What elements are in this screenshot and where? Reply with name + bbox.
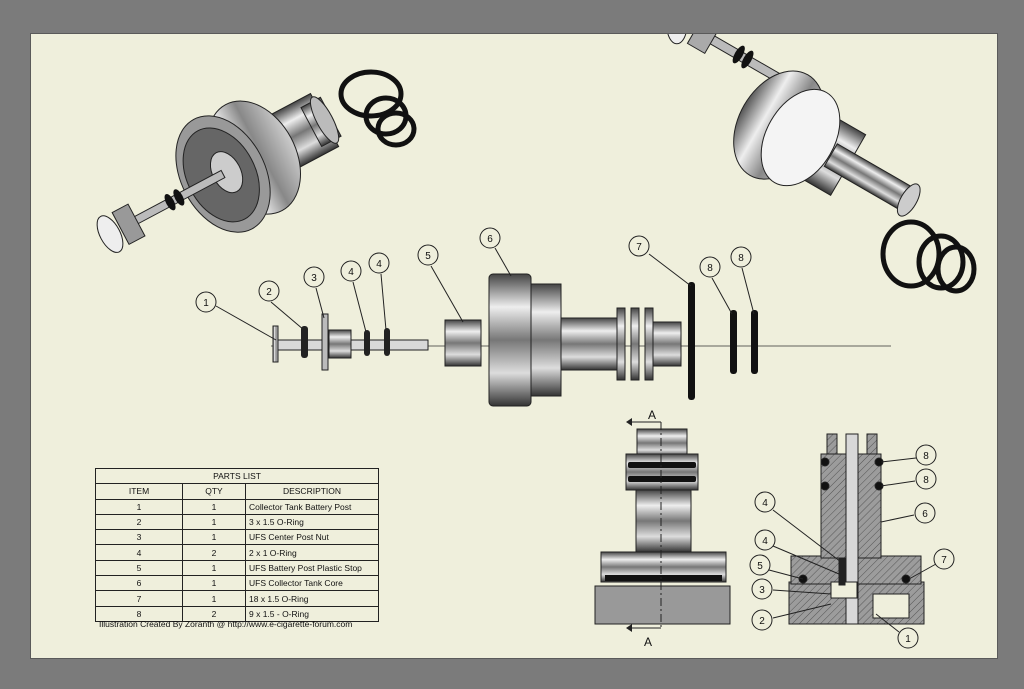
front-view: A A — [594, 408, 731, 649]
balloon-exploded-6: 6 — [479, 227, 512, 277]
svg-text:7: 7 — [636, 242, 642, 253]
balloon-exploded-4a: 4 — [340, 260, 367, 333]
cell-description: Collector Tank Battery Post — [245, 498, 379, 515]
balloon-section-8a: 8 — [880, 444, 937, 466]
section-balloons: 8 8 6 4 4 5 3 2 1 7 — [749, 444, 955, 649]
cell-description: UFS Collector Tank Core — [245, 575, 379, 592]
balloon-exploded-2: 2 — [258, 280, 305, 331]
section-view — [788, 433, 925, 625]
cell-item: 2 — [95, 513, 183, 531]
cell-description: 3 x 1.5 O-Ring — [245, 513, 379, 531]
svg-text:6: 6 — [487, 234, 493, 245]
cell-qty: 1 — [182, 575, 246, 592]
cell-description: 18 x 1.5 O-Ring — [245, 590, 379, 607]
isometric-view-left — [96, 69, 417, 253]
drawing-sheet: 1 2 3 4 4 5 6 7 8 8 A A — [30, 33, 998, 659]
cell-item: 5 — [95, 559, 183, 577]
svg-text:3: 3 — [759, 585, 765, 596]
svg-text:1: 1 — [203, 298, 209, 309]
balloon-section-7: 7 — [908, 548, 955, 580]
svg-text:8: 8 — [707, 263, 713, 274]
section-label-bottom: A — [644, 635, 652, 649]
parts-list-title: PARTS LIST — [95, 467, 379, 485]
cell-item: 6 — [95, 575, 183, 592]
cell-qty: 1 — [182, 529, 246, 546]
isometric-view-right — [667, 34, 977, 294]
exploded-view — [271, 273, 891, 407]
balloon-exploded-7: 7 — [628, 235, 692, 287]
balloon-section-8b: 8 — [880, 468, 937, 490]
svg-text:1: 1 — [905, 634, 911, 645]
balloon-exploded-8b: 8 — [730, 246, 755, 315]
cell-description: 9 x 1.5 - O-Ring — [245, 605, 379, 622]
svg-text:3: 3 — [311, 273, 317, 284]
svg-text:4: 4 — [762, 498, 768, 509]
svg-text:2: 2 — [759, 616, 765, 627]
svg-text:4: 4 — [348, 267, 354, 278]
cell-description: UFS Battery Post Plastic Stop — [245, 559, 379, 577]
cell-item: 3 — [95, 529, 183, 546]
cell-qty: 2 — [182, 605, 246, 622]
illustration-credit: Illustration Created By Zoranth @ http:/… — [99, 619, 353, 629]
svg-text:8: 8 — [923, 451, 929, 462]
svg-text:7: 7 — [941, 555, 947, 566]
cell-qty: 1 — [182, 559, 246, 577]
svg-text:4: 4 — [376, 259, 382, 270]
balloon-section-2: 2 — [751, 603, 832, 631]
column-header-qty: QTY — [182, 483, 246, 500]
balloon-section-6: 6 — [880, 502, 936, 524]
cell-description: UFS Center Post Nut — [245, 529, 379, 546]
balloon-exploded-3: 3 — [303, 266, 325, 319]
column-header-item: ITEM — [95, 483, 183, 500]
svg-text:2: 2 — [266, 287, 272, 298]
balloon-exploded-1: 1 — [195, 291, 277, 341]
svg-text:5: 5 — [425, 251, 431, 262]
cell-description: 2 x 1 O-Ring — [245, 544, 379, 561]
cell-item: 4 — [95, 544, 183, 561]
cell-qty: 1 — [182, 513, 246, 531]
exploded-balloons: 1 2 3 4 4 5 6 7 8 8 — [195, 227, 755, 341]
svg-text:4: 4 — [762, 536, 768, 547]
column-header-description: DESCRIPTION — [245, 483, 379, 500]
balloon-section-1: 1 — [875, 613, 919, 649]
cell-item: 1 — [95, 498, 183, 515]
svg-text:8: 8 — [738, 253, 744, 264]
cell-qty: 1 — [182, 590, 246, 607]
cell-item: 7 — [95, 590, 183, 607]
balloon-exploded-5: 5 — [417, 244, 464, 323]
cell-qty: 2 — [182, 544, 246, 561]
svg-text:8: 8 — [923, 475, 929, 486]
section-label-top: A — [648, 408, 656, 422]
balloon-section-4b: 4 — [754, 529, 840, 575]
balloon-exploded-8a: 8 — [699, 256, 733, 315]
balloon-section-5: 5 — [749, 554, 804, 580]
svg-text:5: 5 — [757, 561, 763, 572]
technical-drawing: 1 2 3 4 4 5 6 7 8 8 A A — [96, 34, 977, 649]
svg-text:6: 6 — [922, 509, 928, 520]
balloon-exploded-4b: 4 — [368, 252, 390, 331]
cell-qty: 1 — [182, 498, 246, 515]
balloon-section-3: 3 — [751, 578, 832, 600]
balloon-section-4a: 4 — [754, 491, 842, 563]
